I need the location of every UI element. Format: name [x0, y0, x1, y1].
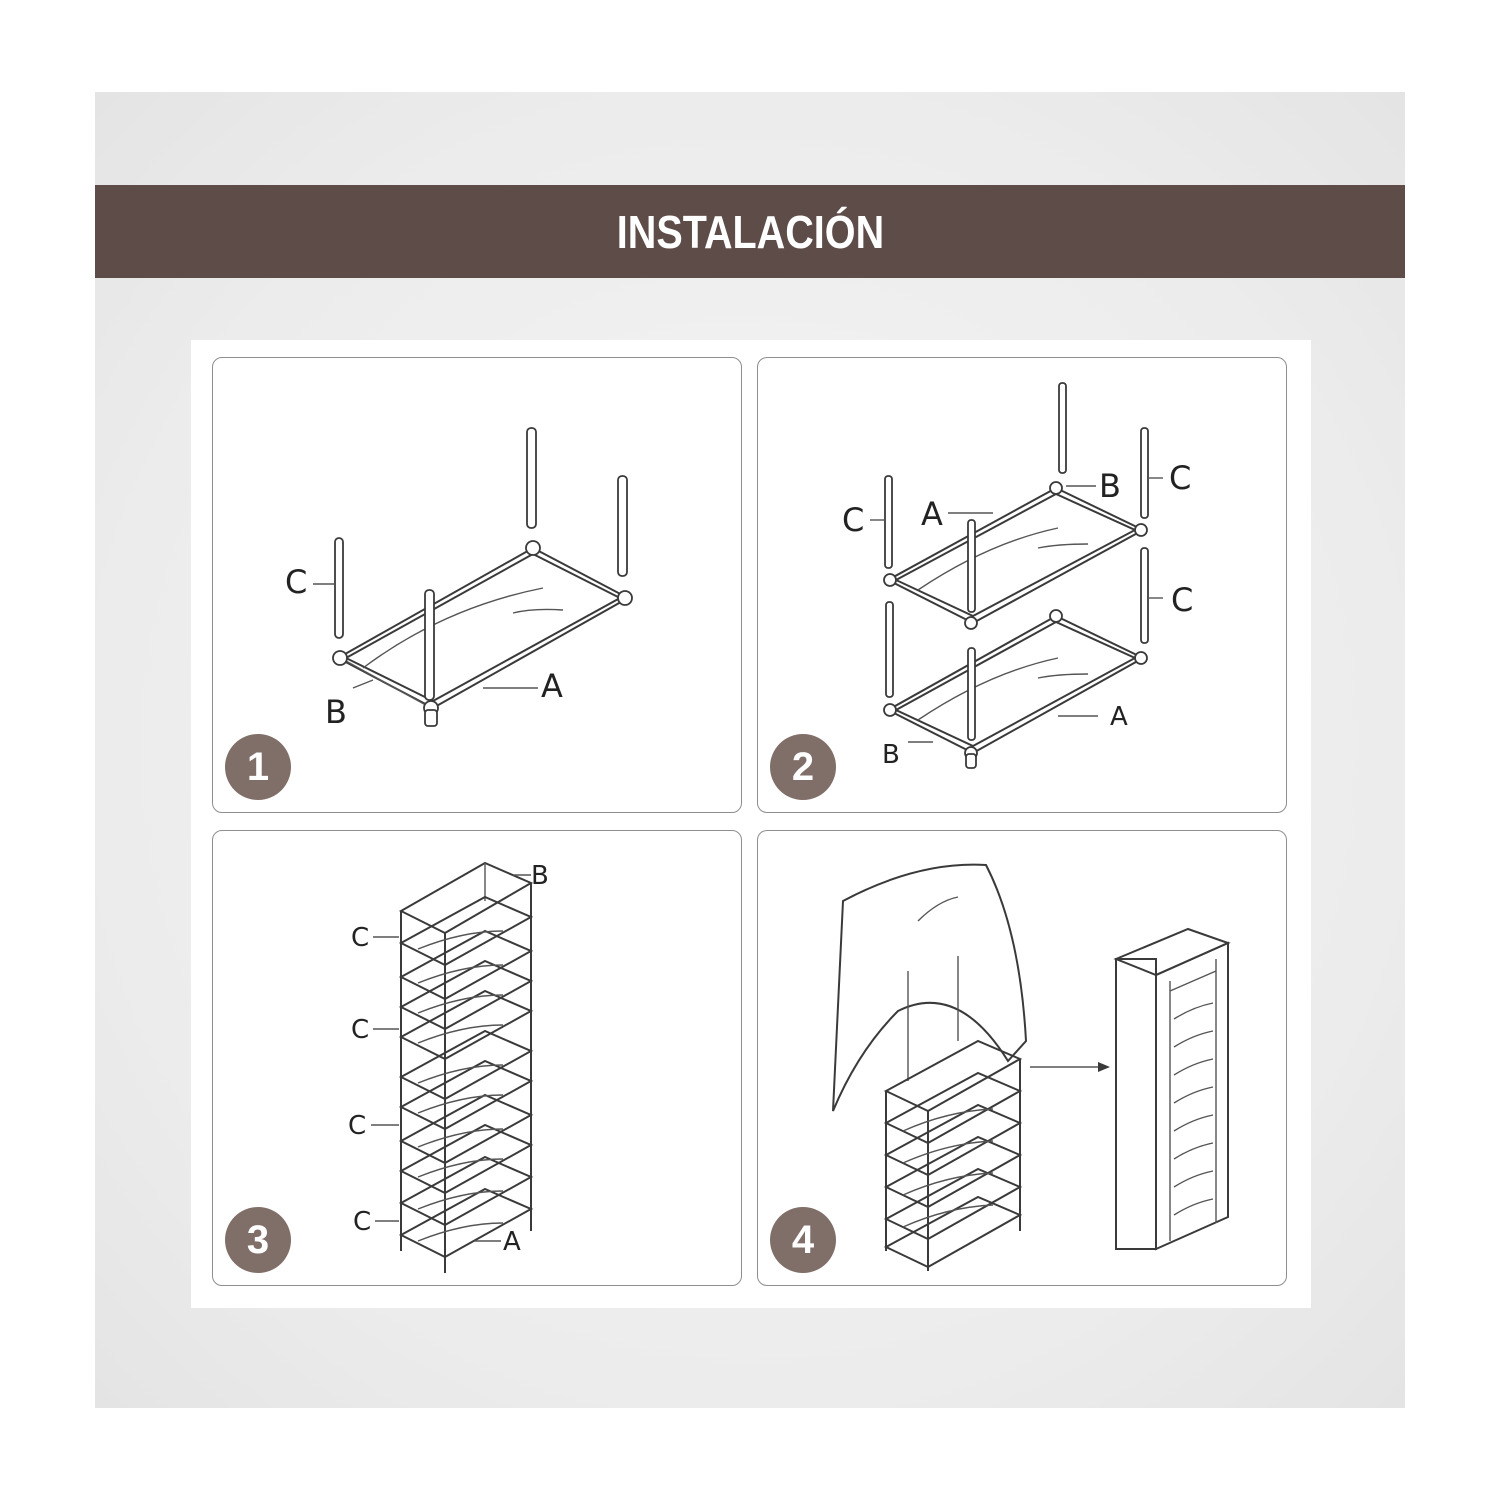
instructions-sheet: C B A 1	[191, 340, 1311, 1308]
step-3-badge: 3	[225, 1207, 291, 1273]
step-3-label-a: A	[503, 1227, 521, 1257]
page-title: INSTALACIÓN	[616, 205, 884, 258]
step-3-label-c1: C	[351, 923, 370, 953]
step-2-label-c-left: C	[842, 501, 865, 539]
step-4-badge: 4	[770, 1207, 836, 1273]
step-1-label-b: B	[325, 693, 347, 731]
step-2-label-a-top: A	[921, 495, 943, 533]
step-3-illustration	[371, 861, 534, 1273]
step-1-label-c: C	[285, 563, 308, 601]
step-3-label-c2: C	[351, 1015, 370, 1045]
step-2-label-b-top: B	[1099, 467, 1121, 505]
step-1-badge: 1	[225, 734, 291, 800]
step-3-label-b: B	[531, 861, 549, 891]
step-2-label-c-mid: C	[1171, 581, 1194, 619]
step-1-label-a: A	[541, 667, 563, 705]
step-2-label-c-top: C	[1169, 459, 1192, 497]
step-3-label-c3: C	[348, 1111, 367, 1141]
header-banner: INSTALACIÓN	[95, 185, 1405, 278]
step-3-panel: B C C C C A 3	[212, 830, 742, 1286]
step-2-label-a-bottom: A	[1110, 702, 1128, 732]
step-4-panel: 4	[757, 830, 1287, 1286]
step-2-badge: 2	[770, 734, 836, 800]
step-2-label-b-bottom: B	[882, 740, 900, 770]
step-1-illustration	[313, 427, 633, 727]
step-2-illustration	[870, 382, 1163, 769]
step-1-panel: C B A 1	[212, 357, 742, 813]
step-4-illustration	[832, 863, 1231, 1271]
step-3-label-c4: C	[353, 1207, 372, 1237]
step-2-panel: C A B C C A B 2	[757, 357, 1287, 813]
